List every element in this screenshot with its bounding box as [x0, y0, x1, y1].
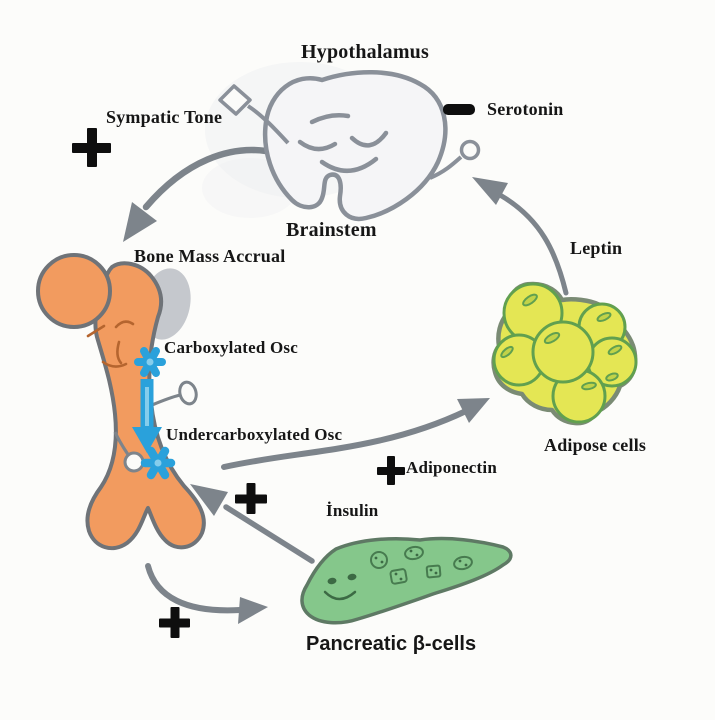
pancreas-face	[323, 573, 357, 601]
pancreas-figure	[300, 536, 513, 625]
brainstem-right-arm	[429, 139, 481, 180]
plus-icon-insulin	[235, 483, 267, 514]
minus-icon-serotonin	[443, 104, 475, 115]
plus-icon-adiponectin	[377, 456, 405, 485]
diamond-hand-icon	[218, 84, 252, 116]
adiponectin-label: Adiponectin	[406, 458, 497, 477]
pancreas-islets	[370, 545, 473, 585]
plus-icon-sympatic-tone	[72, 128, 111, 167]
serotonin-label: Serotonin	[487, 99, 564, 119]
femoral-head	[36, 253, 112, 329]
adipose-figure	[491, 281, 638, 426]
osteocalcin-arrow	[132, 347, 176, 480]
arrow-bone-to-pancreas	[145, 563, 268, 624]
arrow-bone-to-adipose	[221, 398, 490, 470]
bone-face	[86, 320, 135, 368]
arrow-adipose-to-brainstem	[472, 177, 569, 296]
pancreatic-beta-cells-label: Pancreatic β-cells	[306, 633, 477, 655]
adipose-cells-label: Adipose cells	[544, 435, 647, 455]
arrow-pancreas-to-bone	[190, 484, 315, 564]
insulin-label: İnsulin	[326, 501, 379, 520]
carboxylated-osc-label: Carboxylated Osc	[164, 338, 298, 357]
bone-left-hand	[123, 451, 145, 473]
arrow-brainstem-to-bone	[123, 146, 270, 242]
brainstem-figure	[218, 70, 481, 222]
adipose-highlights	[500, 293, 623, 391]
brainstem-label: Brainstem	[286, 219, 377, 241]
bone-right-arm	[151, 380, 198, 407]
leptin-label: Leptin	[570, 238, 623, 258]
bone-mass-accrual-label: Bone Mass Accrual	[134, 246, 286, 266]
plus-icon-bone-to-pancreas	[159, 607, 190, 638]
fist-hand-icon	[459, 139, 481, 161]
sympatic-tone-label: Sympatic Tone	[106, 107, 223, 127]
hypothalamus-label: Hypothalamus	[301, 41, 429, 63]
brainstem-face	[297, 113, 389, 173]
brainstem-left-arm	[218, 84, 290, 145]
undercarboxylated-osc-label: Undercarboxylated Osc	[166, 425, 343, 444]
bone-right-hand	[178, 380, 198, 406]
